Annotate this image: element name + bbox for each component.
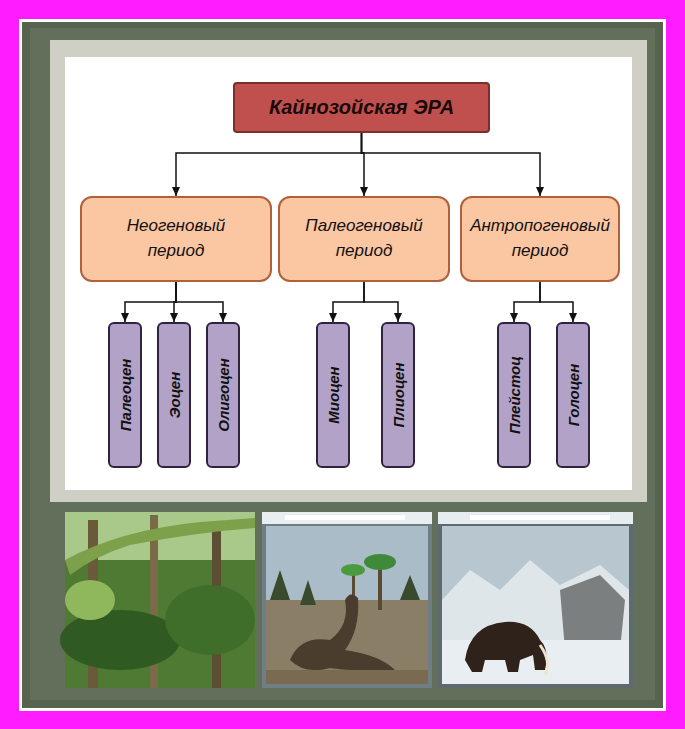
tree-connector	[176, 133, 362, 196]
tree-connector	[333, 282, 364, 322]
period-box: Палеогеновый период	[278, 196, 450, 282]
epoch-name: Плейстоц	[506, 356, 523, 434]
period-box: Неогеновый период	[80, 196, 272, 282]
period-name: Антропогеновый период	[470, 214, 610, 263]
era-title: Кайнозойская ЭРА	[269, 96, 454, 119]
epoch-box: Плейстоц	[497, 322, 531, 468]
epoch-name: Эоцен	[166, 372, 183, 418]
epoch-box: Олигоцен	[206, 322, 240, 468]
epoch-box: Палеоцен	[108, 322, 142, 468]
epoch-box: Голоцен	[556, 322, 590, 468]
dinosaur-diorama-photo	[262, 512, 432, 688]
epoch-name: Голоцен	[565, 364, 582, 426]
epoch-box: Миоцен	[316, 322, 350, 468]
forest-photo	[60, 512, 255, 688]
tree-connector	[514, 282, 540, 322]
epoch-box: Эоцен	[157, 322, 191, 468]
tree-connector	[540, 282, 573, 322]
epoch-name: Палеоцен	[117, 359, 134, 432]
epoch-name: Олигоцен	[215, 358, 232, 431]
period-name: Неогеновый период	[127, 214, 225, 263]
tree-connector	[125, 282, 176, 322]
epoch-name: Плиоцен	[390, 363, 407, 428]
tree-connector	[362, 133, 541, 196]
period-name: Палеогеновый период	[305, 214, 422, 263]
epoch-name: Миоцен	[325, 366, 342, 423]
period-box: Антропогеновый период	[460, 196, 620, 282]
mammoth-diorama-photo	[438, 512, 633, 688]
tree-connector	[364, 282, 398, 322]
era-box: Кайнозойская ЭРА	[233, 82, 490, 133]
tree-connector	[176, 282, 223, 322]
epoch-box: Плиоцен	[381, 322, 415, 468]
